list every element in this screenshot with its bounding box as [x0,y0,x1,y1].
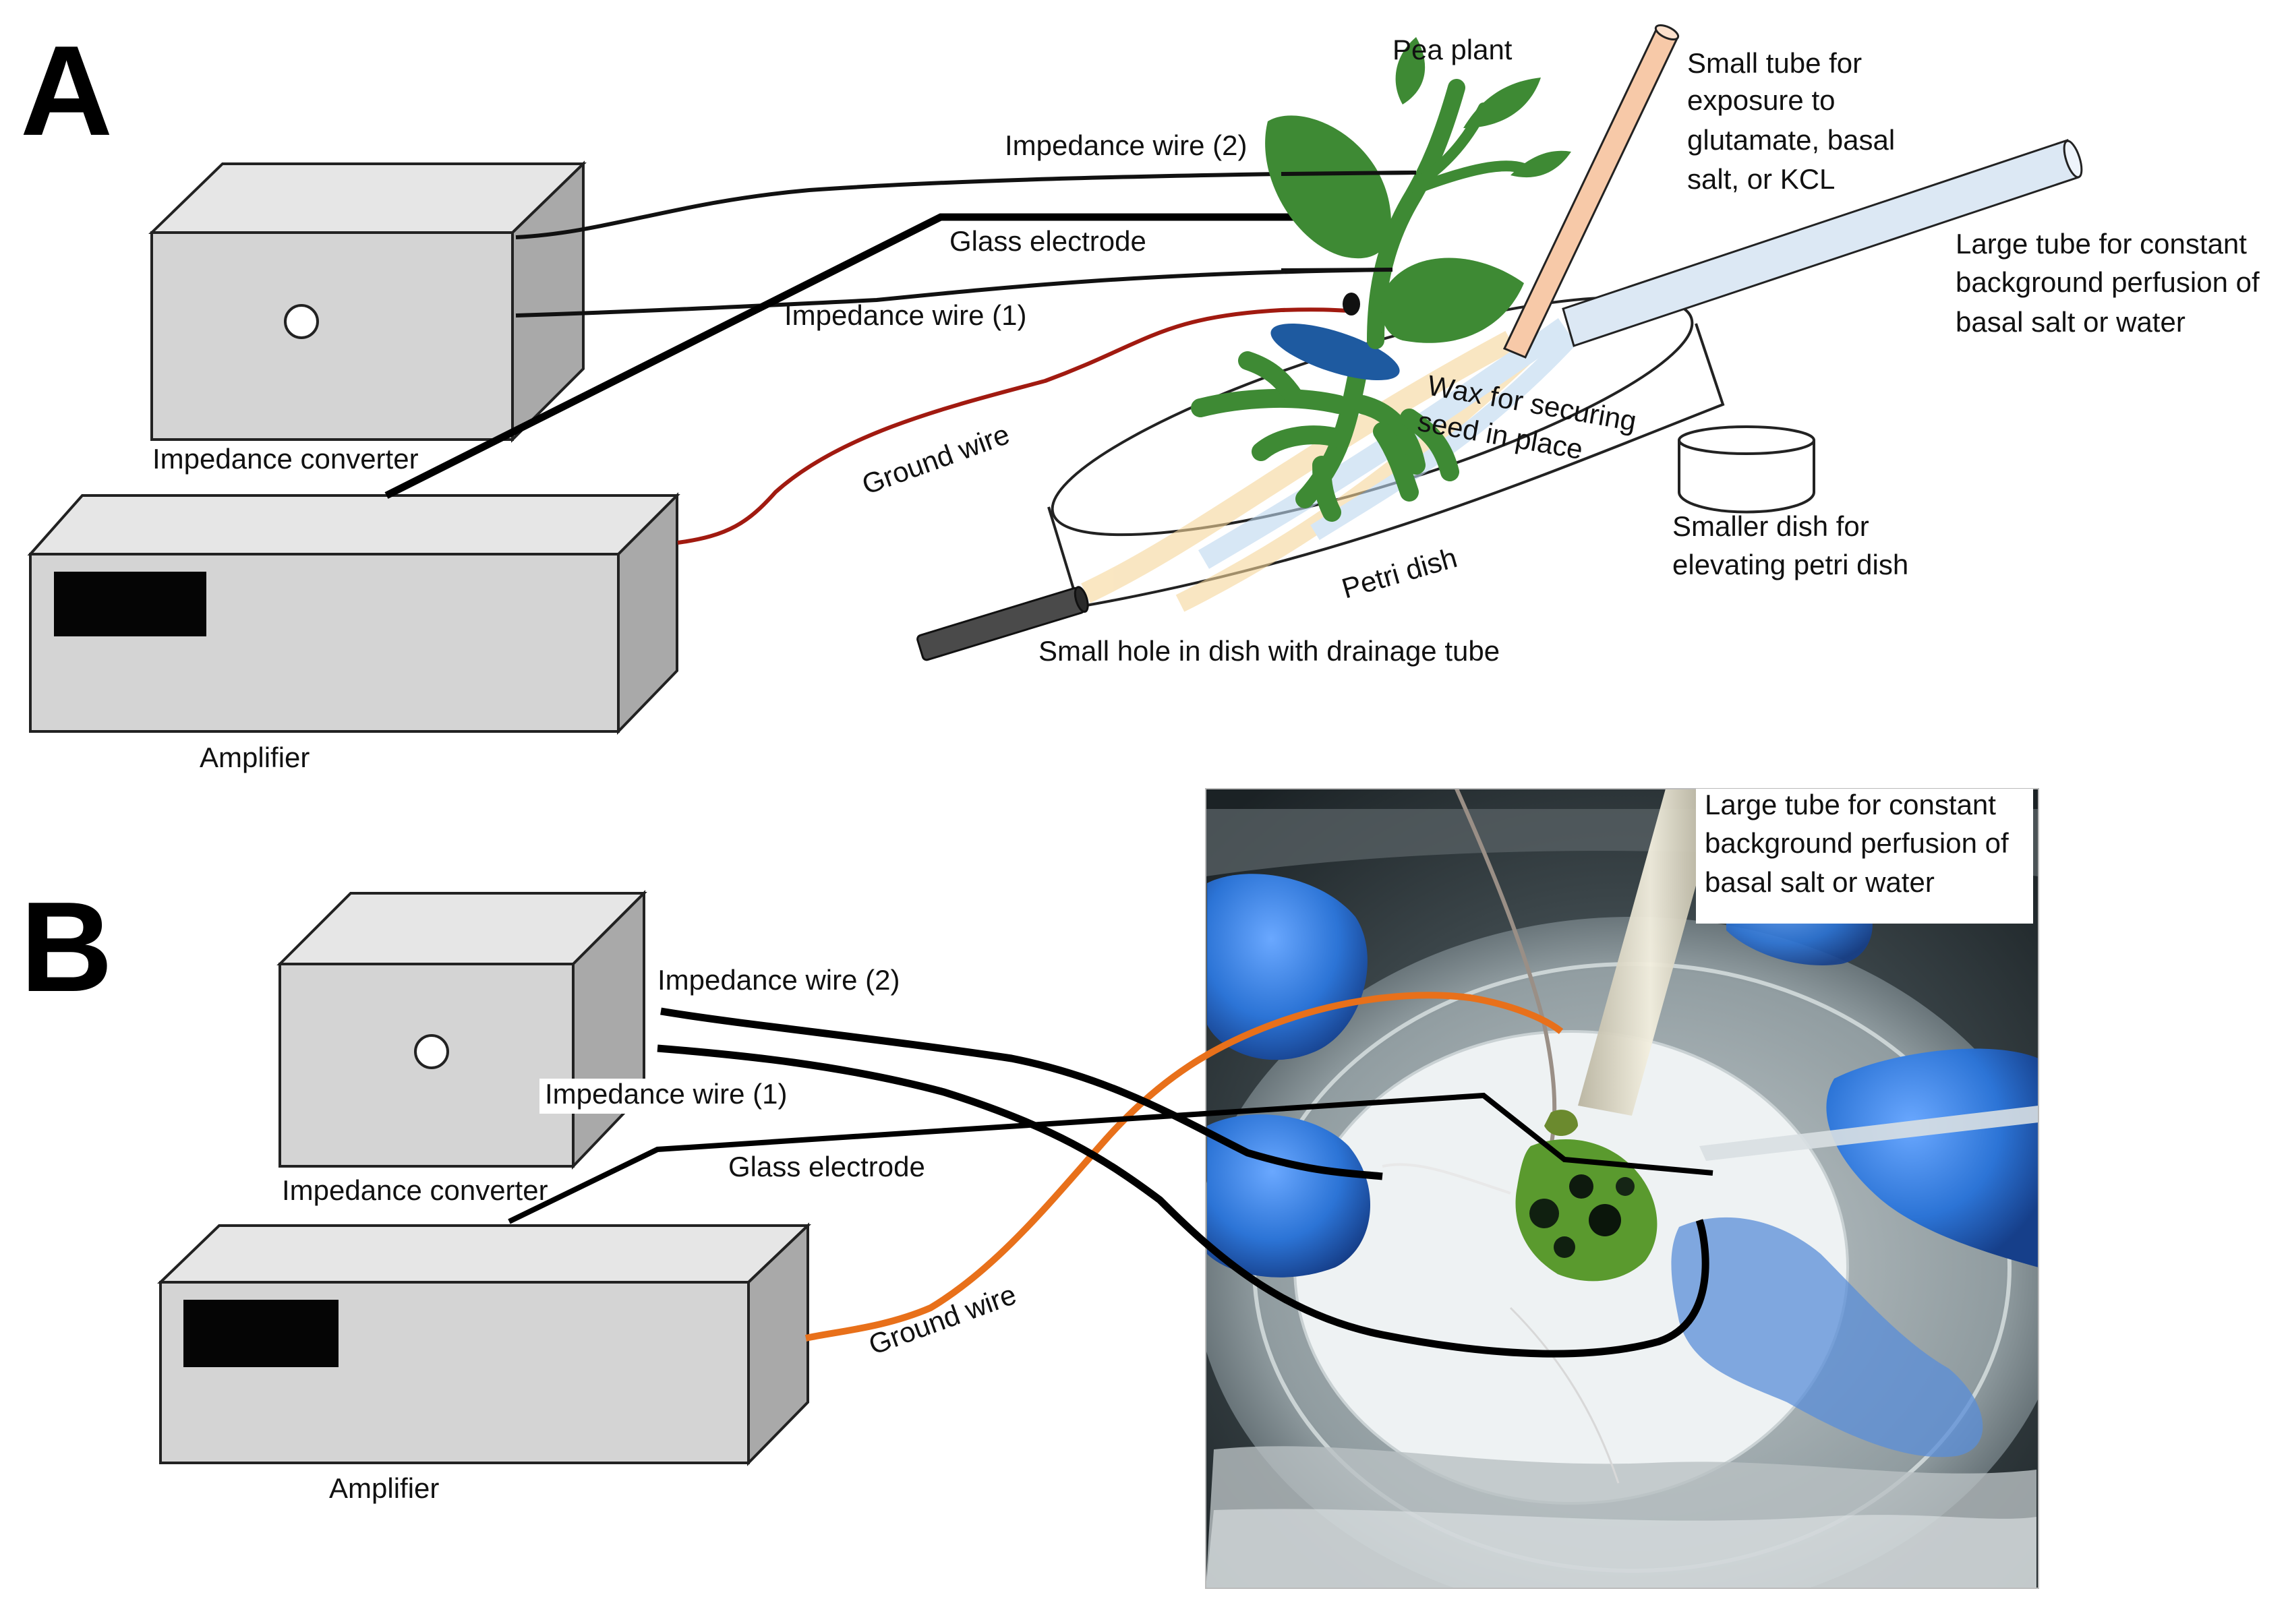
panel-b-glass-electrode [508,1092,1713,1224]
photo-glove-right [1826,1048,2038,1267]
photo-plant-tissue [1515,1110,1658,1282]
small-tube-label-line-3: glutamate, basal [1687,124,1895,156]
photo-glove-wrap [1671,1217,1983,1457]
panel-a-glass-electrode [384,213,1355,499]
large-tube-label-line-1: Large tube for constant [1956,228,2247,260]
panel-a-impedance-wire-1 [515,268,1390,318]
panel-b-impedance-wire-2-label: Impedance wire (2) [657,964,900,996]
panel-a-amplifier-box [27,492,680,735]
smaller-dish-label-line-1: Smaller dish for [1672,510,1869,542]
smaller-dish-label-line-2: elevating petri dish [1672,549,1908,580]
photo-perfusion-tube [1578,789,1723,1116]
photo-glove-top-left [1207,874,1368,1060]
panel-a-large-tube-label: Large tube for constant background perfu… [1956,228,2260,338]
panel-b-impedance-wire-1-label: Impedance wire (1) [545,1078,787,1110]
panel-a-ground-wire [677,307,1356,545]
panel-b-amplifier-display-icon [183,1300,339,1367]
panel-a-glass-electrode-label: Glass electrode [949,225,1146,257]
panel-b-impedance-wire-1 [657,1044,1709,1358]
panel-b-port-icon [414,1034,449,1069]
photo-caption-line-2: background perfusion of [1705,827,2009,859]
panel-a-smaller-dish-label: Smaller dish for elevating petri dish [1672,510,1908,580]
small-tube-label-line-4: salt, or KCL [1687,163,1835,195]
panel-b-impedance-wire-2 [660,1007,1383,1180]
panel-a-amplifier-label: Amplifier [200,742,310,773]
panel-a-roots [1191,351,1459,522]
panel-a-impedance-wire-1-label: Impedance wire (1) [784,299,1026,331]
panel-b-amplifier-box [157,1222,811,1466]
panel-a-drainage-label: Small hole in dish with drainage tube [1038,635,1500,667]
small-tube-label-line-2: exposure to [1687,84,1835,116]
panel-a-small-tube [1502,24,1680,359]
panel-b-photo-caption: Large tube for constant background perfu… [1705,789,2009,898]
panel-b-impedance-converter-box [276,890,647,1170]
panel-b-impedance-wire-1-label-background [539,1079,796,1114]
large-tube-label-line-2: background perfusion of [1956,266,2260,298]
amplifier-display-icon [54,572,206,636]
photo-caption-line-1: Large tube for constant [1705,789,1996,820]
photo-glass-electrode [1699,1106,2038,1161]
panel-a-impedance-wire-2-tip [1281,171,1417,176]
panel-a-letter: A [20,20,113,162]
panel-a-petri-dish-label: Petri dish [1339,541,1461,604]
panel-b-amplifier-label: Amplifier [329,1472,439,1504]
panel-a-perfusion-streams [1081,318,1578,612]
panel-b-impedance-converter-label: Impedance converter [282,1174,548,1206]
small-tube-label-line-1: Small tube for [1687,47,1862,79]
panel-a-wax [1270,323,1400,381]
panel-a-pea-plant [1265,37,1571,349]
panel-a-drainage-tube [916,586,1089,661]
ground-wire-contact-icon [1343,293,1360,315]
panel-b-photo-caption-background [1696,789,2033,924]
panel-a-large-tube [1562,139,2083,347]
photo-wire [1455,789,1557,1147]
panel-a-impedance-converter-label: Impedance converter [152,443,419,475]
photo-caption-line-3: basal salt or water [1705,866,1935,898]
panel-b-ground-wire [804,992,1564,1342]
panel-a-smaller-dish [1678,425,1815,514]
impedance-converter-port-icon [284,304,319,339]
panel-b-glass-electrode-label: Glass electrode [728,1151,925,1182]
panel-a-pea-plant-label: Pea plant [1392,34,1513,65]
panel-a-impedance-wire-2-label: Impedance wire (2) [1005,129,1247,161]
panel-b-letter: B [20,876,113,1019]
large-tube-label-line-3: basal salt or water [1956,306,2186,338]
panel-a-small-tube-label: Small tube for exposure to glutamate, ba… [1687,47,1895,195]
panel-a-impedance-converter-box [148,160,587,443]
panel-b-photo-border [1205,788,2039,1589]
